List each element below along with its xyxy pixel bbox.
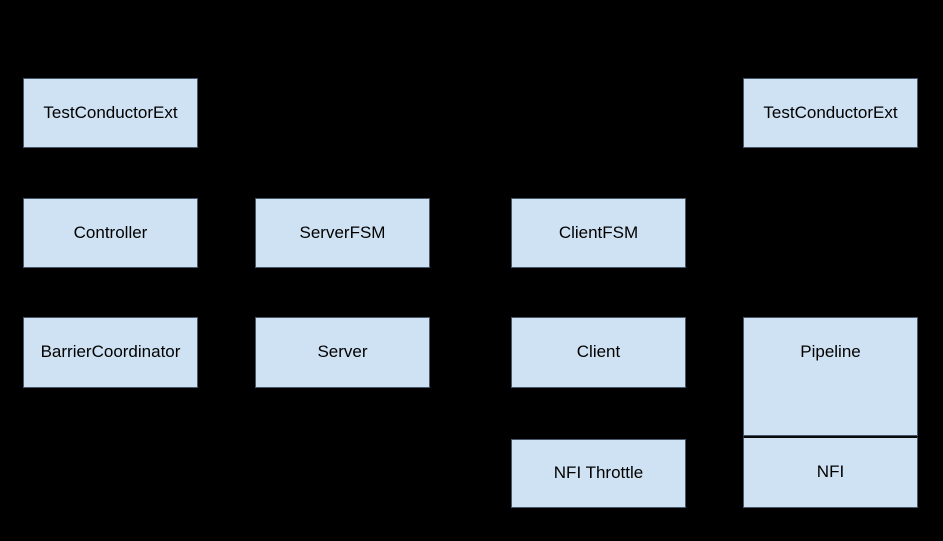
- node-label: NFI Throttle: [553, 463, 644, 483]
- node-server: Server: [255, 317, 430, 388]
- node-nfi-throttle: NFI Throttle: [511, 439, 686, 508]
- node-client-fsm: ClientFSM: [511, 198, 686, 268]
- node-label: ClientFSM: [558, 222, 639, 242]
- node-pipeline: Pipeline: [743, 317, 918, 436]
- node-nfi: NFI: [743, 436, 918, 508]
- node-client: Client: [511, 317, 686, 388]
- node-label: Pipeline: [800, 341, 861, 361]
- node-label: Controller: [73, 222, 148, 242]
- node-label: Client: [576, 342, 621, 362]
- node-controller: Controller: [23, 198, 198, 268]
- node-label: NFI: [816, 462, 845, 482]
- node-label: TestConductorExt: [43, 102, 178, 122]
- node-label: BarrierCoordinator: [40, 342, 181, 362]
- node-test-conductor-ext-left: TestConductorExt: [23, 78, 198, 148]
- node-server-fsm: ServerFSM: [255, 198, 430, 268]
- node-label: Server: [317, 342, 368, 362]
- node-label: TestConductorExt: [763, 102, 898, 122]
- node-test-conductor-ext-right: TestConductorExt: [743, 78, 918, 148]
- node-barrier-coordinator: BarrierCoordinator: [23, 317, 198, 388]
- node-label: ServerFSM: [299, 222, 386, 242]
